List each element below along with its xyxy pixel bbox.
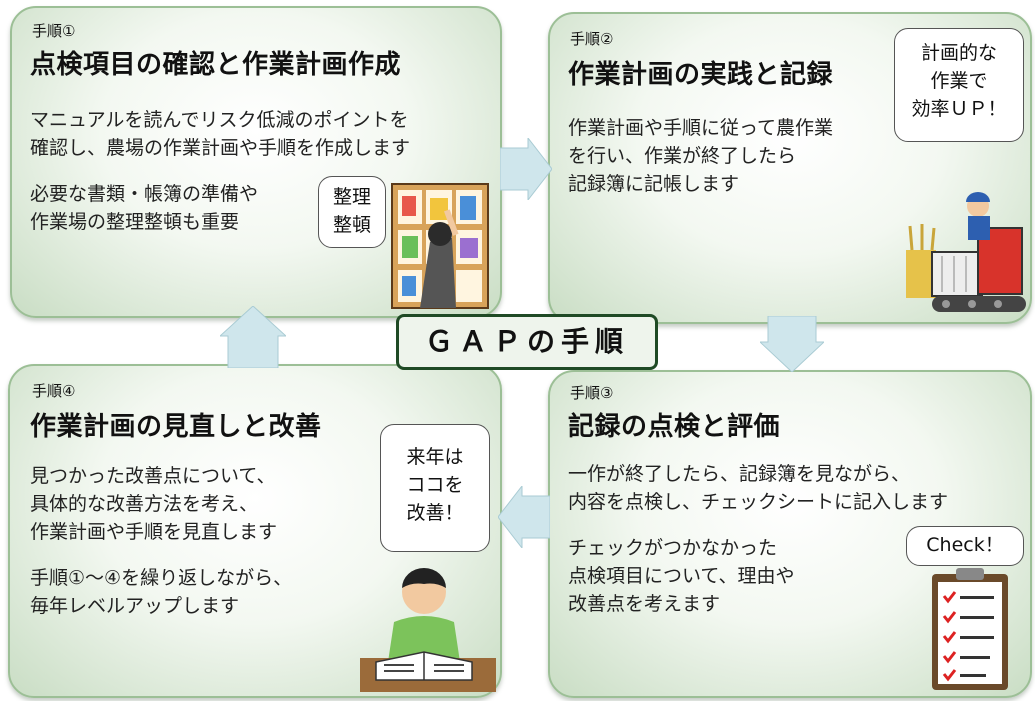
step-3-bubble: Check！ [906, 526, 1024, 566]
step-4-line: 見つかった改善点について、 [30, 465, 276, 487]
step-3-text: 一作が終了したら、記録簿を見ながら、 内容を点検し、チェックシートに記入します … [568, 460, 948, 618]
step-4-text: 見つかった改善点について、 具体的な改善方法を考え、 作業計画や手順を見直します… [30, 462, 292, 620]
bubble-line: ココを [406, 474, 464, 496]
step-2-panel: 手順② 作業計画の実践と記録 作業計画や手順に従って農作業 を行い、作業が終了し… [548, 12, 1032, 324]
step-1-panel: 手順① 点検項目の確認と作業計画作成 マニュアルを読んでリスク低減のポイントを … [10, 6, 502, 318]
step-4-line: 手順①～④を繰り返しながら、 [30, 567, 293, 589]
step-2-title: 作業計画の実践と記録 [568, 60, 834, 90]
step-4-panel: 手順④ 作業計画の見直しと改善 見つかった改善点について、 具体的な改善方法を考… [8, 364, 502, 698]
arrow-down-icon [760, 316, 824, 372]
step-2-line: を行い、作業が終了したら [568, 145, 797, 167]
step-3-title: 記録の点検と評価 [568, 412, 781, 442]
step-2-line: 記録簿に記帳します [568, 173, 740, 195]
step-4-line: 作業計画や手順を見直します [30, 521, 278, 543]
step-3-line: 点検項目について、理由や [568, 565, 795, 587]
bubble-line: 整頓 [332, 214, 371, 236]
bubble-line: 来年は [406, 446, 464, 468]
step-3-line: 一作が終了したら、記録簿を見ながら、 [568, 463, 911, 485]
step-3-line: 改善点を考えます [568, 593, 721, 615]
arrow-left-icon [498, 486, 550, 548]
studying-person-illustration [360, 568, 496, 692]
arrow-right-icon [500, 138, 552, 200]
step-4-label: 手順④ [32, 382, 76, 400]
step-1-line: マニュアルを読んでリスク低減のポイントを [30, 109, 409, 131]
bubble-line: 効率ＵＰ！ [911, 98, 1007, 120]
organizing-shelf-illustration [391, 183, 489, 309]
step-2-label: 手順② [570, 30, 614, 48]
arrow-up-icon [220, 306, 286, 368]
bubble-line: 改善！ [406, 502, 464, 524]
bubble-line: 計画的な [920, 42, 997, 64]
bubble-line: 作業で [930, 70, 988, 92]
harvester-illustration [906, 192, 1026, 312]
step-2-bubble: 計画的な 作業で 効率ＵＰ！ [894, 28, 1024, 142]
checklist-clipboard-illustration [932, 568, 1008, 690]
step-1-line: 必要な書類・帳簿の準備や [30, 183, 259, 205]
step-1-label: 手順① [32, 22, 76, 40]
step-3-line: チェックがつかなかった [568, 537, 778, 559]
step-4-title: 作業計画の見直しと改善 [30, 412, 322, 442]
step-3-panel: 手順③ 記録の点検と評価 一作が終了したら、記録簿を見ながら、 内容を点検し、チ… [548, 370, 1032, 698]
step-3-line: 内容を点検し、チェックシートに記入します [568, 491, 949, 513]
step-2-line: 作業計画や手順に従って農作業 [568, 117, 834, 139]
bubble-line: 整理 [332, 186, 371, 208]
step-1-line: 確認し、農場の作業計画や手順を作成します [30, 137, 411, 159]
step-4-bubble: 来年は ココを 改善！ [380, 424, 490, 552]
step-1-line: 作業場の整理整頓も重要 [30, 211, 240, 233]
center-title: ＧＡＰの手順 [396, 314, 658, 370]
bubble-line: Check！ [926, 534, 1004, 556]
step-3-label: 手順③ [570, 384, 614, 402]
step-1-title: 点検項目の確認と作業計画作成 [30, 50, 402, 80]
step-4-line: 具体的な改善方法を考え、 [30, 493, 259, 515]
step-2-text: 作業計画や手順に従って農作業 を行い、作業が終了したら 記録簿に記帳します [568, 114, 833, 198]
step-4-line: 毎年レベルアップします [30, 595, 240, 617]
step-1-text: マニュアルを読んでリスク低減のポイントを 確認し、農場の作業計画や手順を作成しま… [30, 106, 410, 236]
step-1-bubble: 整理 整頓 [318, 176, 386, 248]
